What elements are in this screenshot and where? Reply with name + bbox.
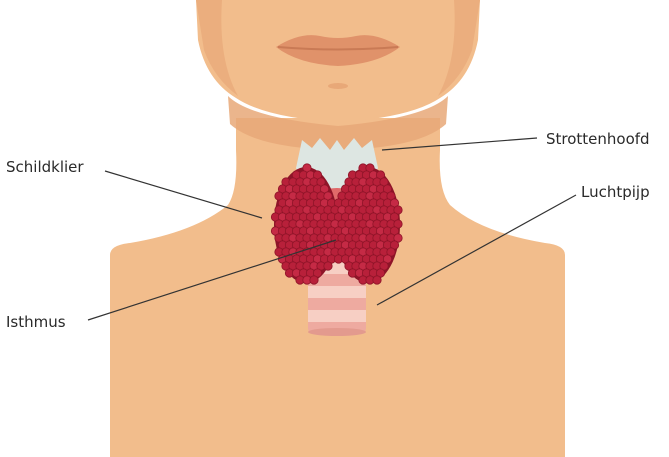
label-thyroid: Schildklier [6, 158, 84, 176]
thyroid-lobule [324, 262, 332, 270]
label-larynx: Strottenhoofd [546, 130, 650, 148]
label-trachea: Luchtpijp [581, 183, 650, 201]
thyroid-lobule [373, 276, 381, 284]
label-isthmus: Isthmus [6, 313, 66, 331]
thyroid-lobule [310, 276, 318, 284]
chin-dimple [328, 83, 348, 89]
